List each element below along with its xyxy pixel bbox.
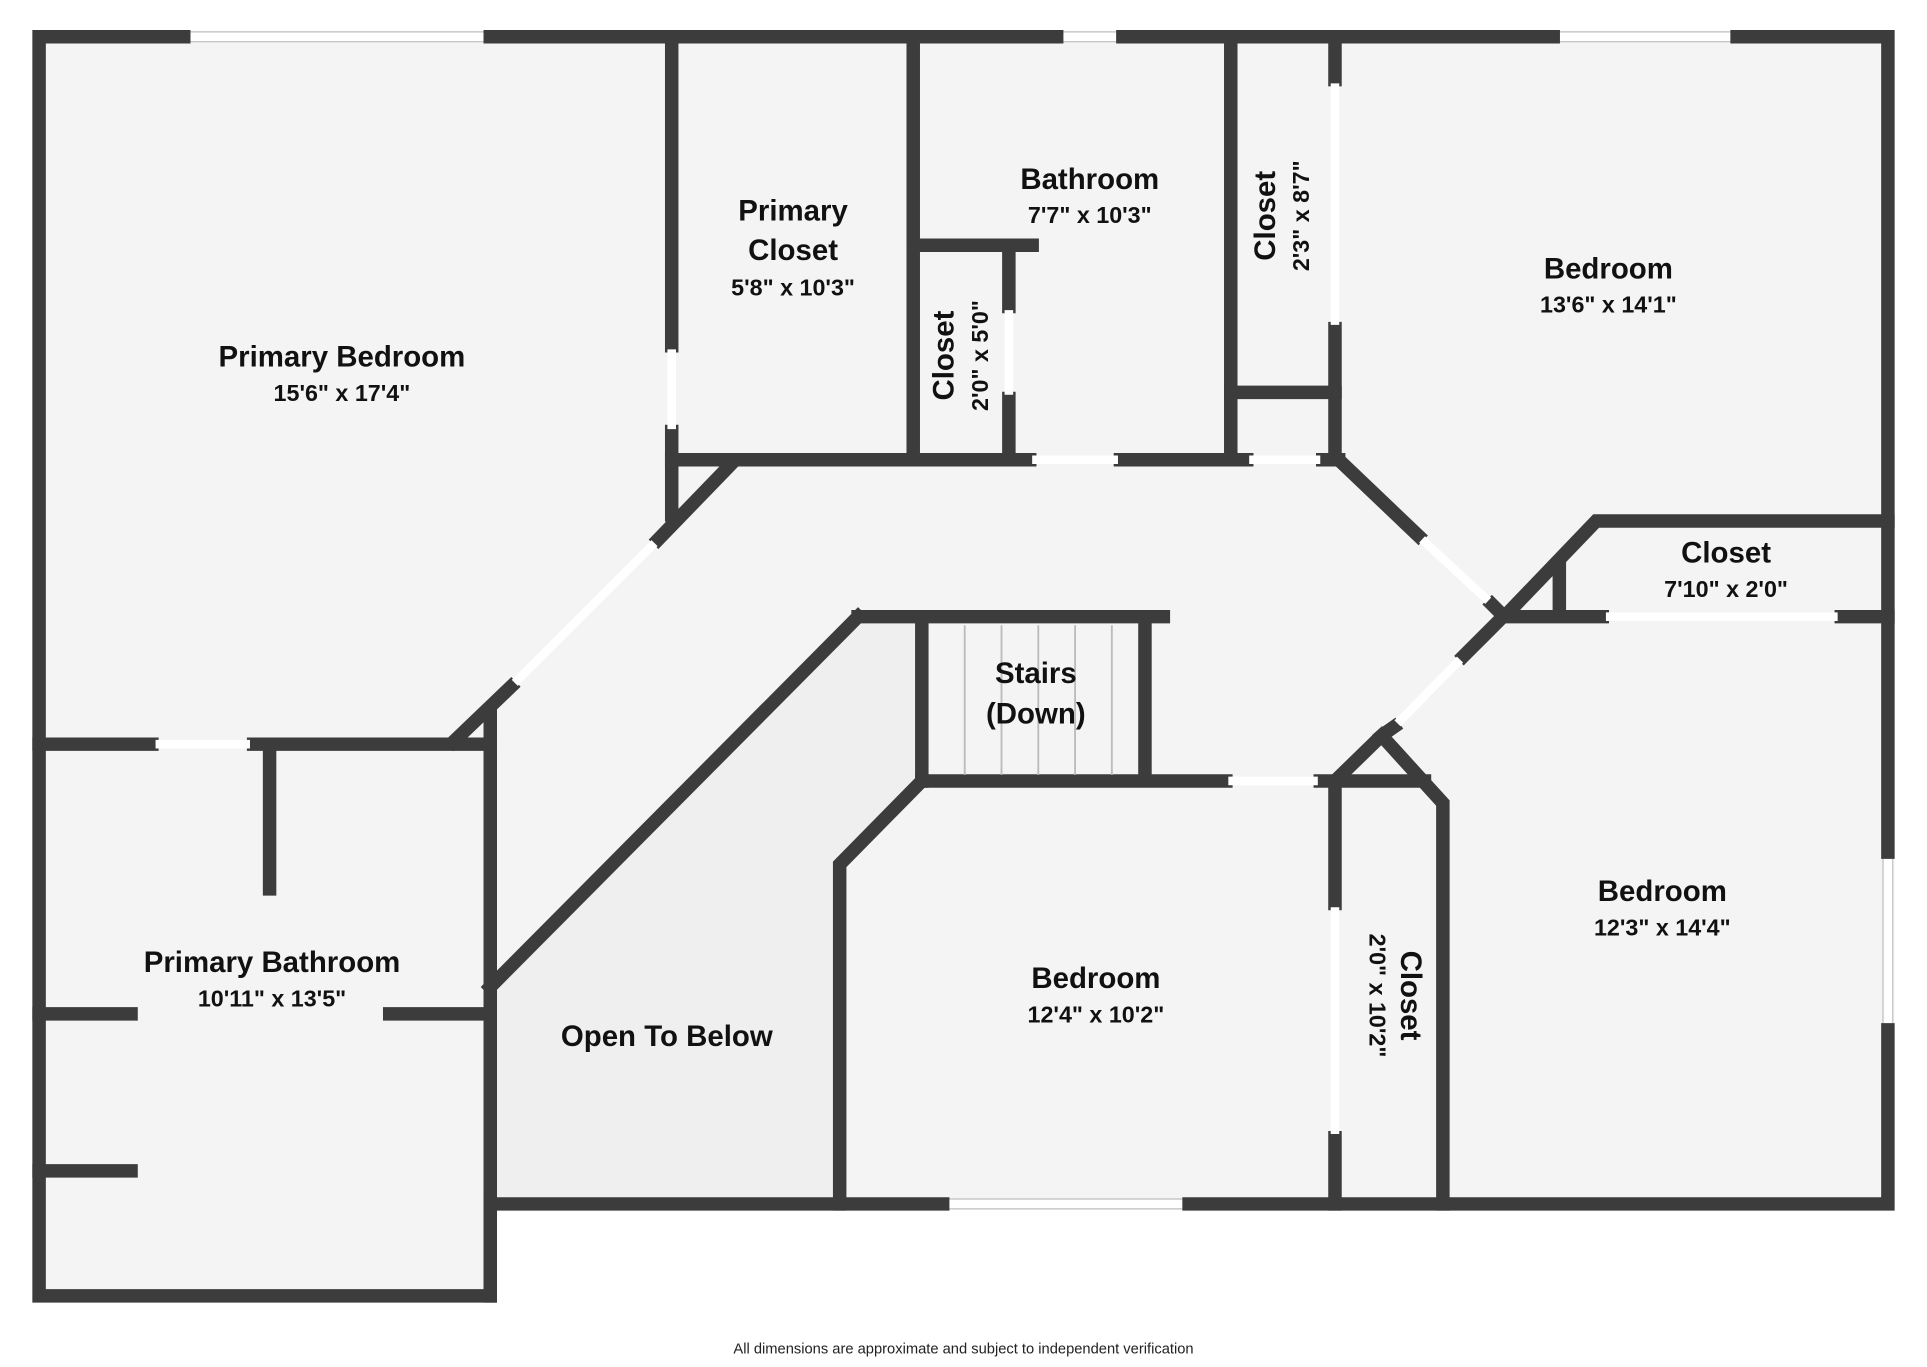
room-name: Closet bbox=[1681, 537, 1771, 570]
room-name: Primary Bathroom bbox=[144, 946, 401, 979]
room-dims: 2'0" x 5'0" bbox=[967, 300, 993, 411]
room-name: Closet bbox=[1249, 171, 1282, 261]
room-dims: 15'6" x 17'4" bbox=[274, 380, 411, 406]
room-labels: Primary Bedroom 15'6" x 17'4" Primary Cl… bbox=[144, 160, 1788, 1057]
room-dims: 7'7" x 10'3" bbox=[1028, 202, 1152, 228]
room-name: Bathroom bbox=[1020, 163, 1159, 196]
disclaimer: All dimensions are approximate and subje… bbox=[733, 1342, 1193, 1358]
room-name: Bedroom bbox=[1544, 252, 1673, 285]
interior-windows bbox=[155, 83, 1838, 1135]
stairs bbox=[963, 616, 1152, 782]
room-dims: 12'4" x 10'2" bbox=[1028, 1001, 1165, 1027]
room-name: Primary Bedroom bbox=[219, 341, 466, 374]
room-dims: 13'6" x 14'1" bbox=[1540, 292, 1677, 318]
room-name: Closet bbox=[748, 234, 838, 267]
room-name: Closet bbox=[1394, 951, 1427, 1041]
room-dims: 2'0" x 10'2" bbox=[1364, 934, 1390, 1058]
room-name: Open To Below bbox=[561, 1020, 773, 1053]
room-name: Primary bbox=[738, 195, 848, 228]
room-name: Bedroom bbox=[1598, 875, 1727, 908]
room-dims: 10'11" x 13'5" bbox=[198, 986, 346, 1012]
room-name: Closet bbox=[928, 310, 961, 400]
room-name: Bedroom bbox=[1031, 962, 1160, 995]
room-dims: 7'10" x 2'0" bbox=[1664, 576, 1788, 602]
room-dims: 12'3" x 14'4" bbox=[1594, 914, 1731, 940]
room-dims: 5'8" x 10'3" bbox=[731, 274, 855, 300]
room-dims: 2'3" x 8'7" bbox=[1288, 160, 1314, 271]
room-name: (Down) bbox=[986, 697, 1086, 730]
floor-fill bbox=[39, 36, 1888, 1296]
room-name: Stairs bbox=[995, 657, 1077, 690]
walls bbox=[32, 30, 1895, 1303]
